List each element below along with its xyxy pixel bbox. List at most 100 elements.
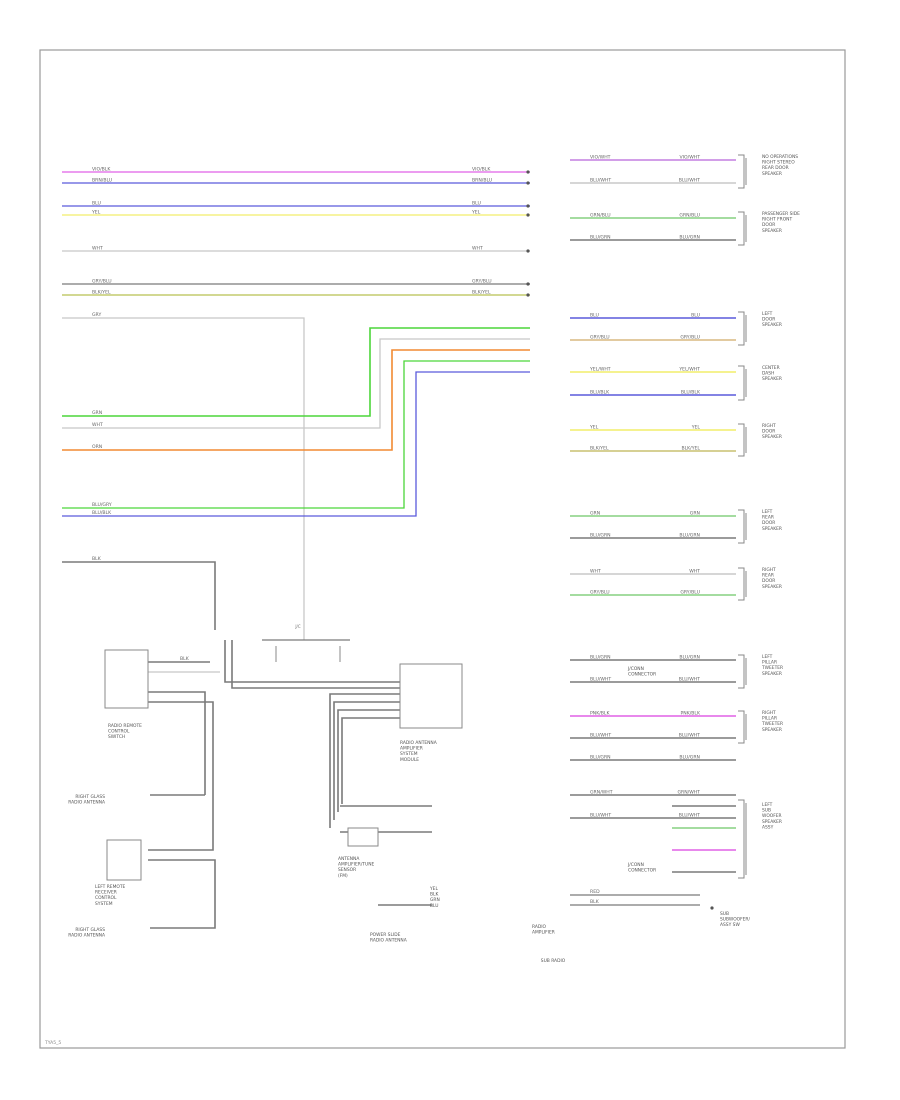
speaker-bracket-lr_speaker_nav [738,211,745,246]
wire-label-h8: GRY [92,312,101,318]
harness-wire-label-h2: BRN/BLU [92,178,112,184]
speaker-bracket-right_door_spk [738,423,745,457]
speaker-wire-label-r21: BLU/WHT [590,813,611,819]
radio-amplifier-caption-line-0: RADIO [532,924,547,930]
speaker-caption-right_rear_spk-line-3: SPEAKER [762,584,782,590]
speaker-wire-label-r4: BLU/GRN [590,235,611,241]
harness-end-h2 [526,181,530,185]
speaker-bracket-center_spk [738,365,745,401]
speaker-wire-label-right-r21: BLU/WHT [679,813,700,819]
wire-amp-1 [333,701,400,820]
antenna-amplifier-caption-line-1: AMPLIFIER/TUNE [338,862,374,868]
harness-wire-label-h7: BLK/YEL [92,290,111,296]
left-remote-receiver-caption-line-2: CONTROL [95,895,117,901]
joint-connector-left-caption-line-1: CONNECTOR [628,672,656,678]
wire-label-h11: ORN [92,444,102,450]
speaker-wire-label-right-r1: VIO/WHT [680,155,701,161]
harness-end-h7 [526,293,530,297]
wire-label-c1: RED [590,889,600,895]
speaker-wire-label-r9: YEL [589,425,599,431]
speaker-wire-label-right-r2: BLU/WHT [679,178,700,184]
amplifier-module-box [399,663,463,729]
wire-label-g1: BLK [92,556,102,562]
speaker-caption-right_rear_spk-line-0: RIGHT [762,567,776,573]
speaker-wire-label-r11: GRN [590,511,600,517]
harness-wire-label-h1: VIO/BLK [92,167,111,173]
speaker-wire-label-r1: VIO/WHT [590,155,611,161]
wire-h10 [62,338,530,429]
diagram-border [39,49,846,1049]
speaker-caption-right_pillar_spk-line-1: PILLAR [762,716,777,722]
speaker-wire-label-right-r12: BLU/GRN [679,533,700,539]
amplifier-module-caption-line-2: SYSTEM [400,751,418,757]
speaker-wire-label-right-r14: GRY/BLU [680,590,700,596]
amplifier-module-caption-line-0: RADIO ANTENNA [400,740,437,746]
speaker-bracket-sub [738,799,745,879]
antenna-amplifier-caption-line-2: SENSOR [338,867,356,873]
speaker-wire-label-r17: PNK/BLK [590,711,610,717]
radio-control-switch-caption-line-1: CONTROL [108,729,130,735]
speaker-caption-center_spk-line-0: CENTER [762,365,780,371]
speaker-wire-label-r5: BLU [590,313,599,319]
speaker-caption-center_spk-line-2: SPEAKER [762,376,782,382]
radio-amplifier-caption-line-1: AMPLIFIER [532,930,555,936]
wire-h9 [62,327,530,417]
speaker-caption-left_rear_spk-line-2: DOOR [762,520,775,526]
speaker-wire-label-right-r10: BLK/YEL [681,446,700,452]
subwoofer-switch-caption-line-1: SUBWOOFER/ [720,917,750,923]
speaker-caption-left_door_spk-line-2: SPEAKER [762,322,782,328]
harness-wire-label-h3: BLU [92,201,101,207]
harness-wire-label-right-h6: GRY/BLU [472,279,492,285]
right-glass-antenna-caption-line-0: RIGHT GLASS [75,794,105,800]
wire-amp-2 [337,709,400,812]
speaker-caption-rr_speaker_nav-line-3: SPEAKER [762,171,782,177]
speaker-caption-left_door_spk-line-0: LEFT [762,311,773,317]
amplifier-module-caption-line-1: AMPLIFIER [400,746,423,752]
speaker-wire-label-r2: BLU/WHT [590,178,611,184]
power-antenna-pin-labels-line-2: GRN [430,897,440,903]
harness-wire-label-right-h2: BRN/BLU [472,178,492,184]
power-antenna-pin-labels-line-1: BLK [430,892,438,898]
harness-wire-label-right-h1: VIO/BLK [472,167,491,173]
speaker-wire-label-right-r20: GRN/WHT [677,790,700,796]
left-remote-receiver-box [106,839,142,881]
antenna-amplifier-caption-line-0: ANTENNA [338,856,359,862]
harness-wire-label-right-h5: WHT [472,246,483,252]
speaker-caption-left_pillar_spk-line-1: PILLAR [762,660,777,666]
speaker-wire-label-right-r8: BLU/BLK [681,390,701,396]
speaker-caption-left_rear_spk-line-1: REAR [762,515,774,521]
speaker-caption-right_pillar_spk-line-0: RIGHT [762,710,776,716]
sub-radio-label: SUB RADIO [541,958,566,964]
speaker-caption-right_pillar_spk-line-3: SPEAKER [762,727,782,733]
speaker-caption-right_door_spk-line-2: SPEAKER [762,434,782,440]
subwoofer-switch-caption-line-2: ASSY SW [720,922,740,928]
wire-h13 [62,371,530,517]
speaker-caption-sub-line-4: ASSY [762,824,774,830]
right-glass-antenna-caption-line-1: RADIO ANTENNA [68,800,105,806]
speaker-bracket-left_door_spk [738,311,745,346]
radio-control-switch-caption-line-0: RADIO REMOTE [108,723,142,729]
speaker-wire-label-r8: BLU/BLK [590,390,610,396]
wire-label-h10: WHT [92,422,103,428]
left-remote-receiver-caption-line-1: RECEIVER [95,890,117,896]
speaker-caption-left_pillar_spk-line-3: SPEAKER [762,671,782,677]
speaker-wire-label-right-r11: GRN [690,511,700,517]
radio-remote-control-switch-box [104,649,149,709]
wire-amp-0 [329,693,400,828]
harness-wire-label-right-h3: BLU [472,201,481,207]
speaker-caption-center_spk-line-1: DASH [762,371,774,377]
wire-receiver-loop [148,859,216,929]
antenna-amplifier-caption-line-3: (FM) [338,873,348,879]
subwoofer-switch-terminal [710,906,714,910]
speaker-bracket-right_pillar_spk [738,710,745,744]
speaker-wire-label-r10: BLK/YEL [590,446,609,452]
speaker-caption-right_pillar_spk-line-2: TWEETER [761,721,783,727]
speaker-caption-right_door_spk-line-0: RIGHT [762,423,776,429]
left-remote-receiver-caption-line-3: SYSTEM [95,901,113,907]
speaker-wire-label-right-r5: BLU [691,313,700,319]
speaker-bracket-left_pillar_spk [738,654,745,689]
wire-bus-a [224,640,400,683]
